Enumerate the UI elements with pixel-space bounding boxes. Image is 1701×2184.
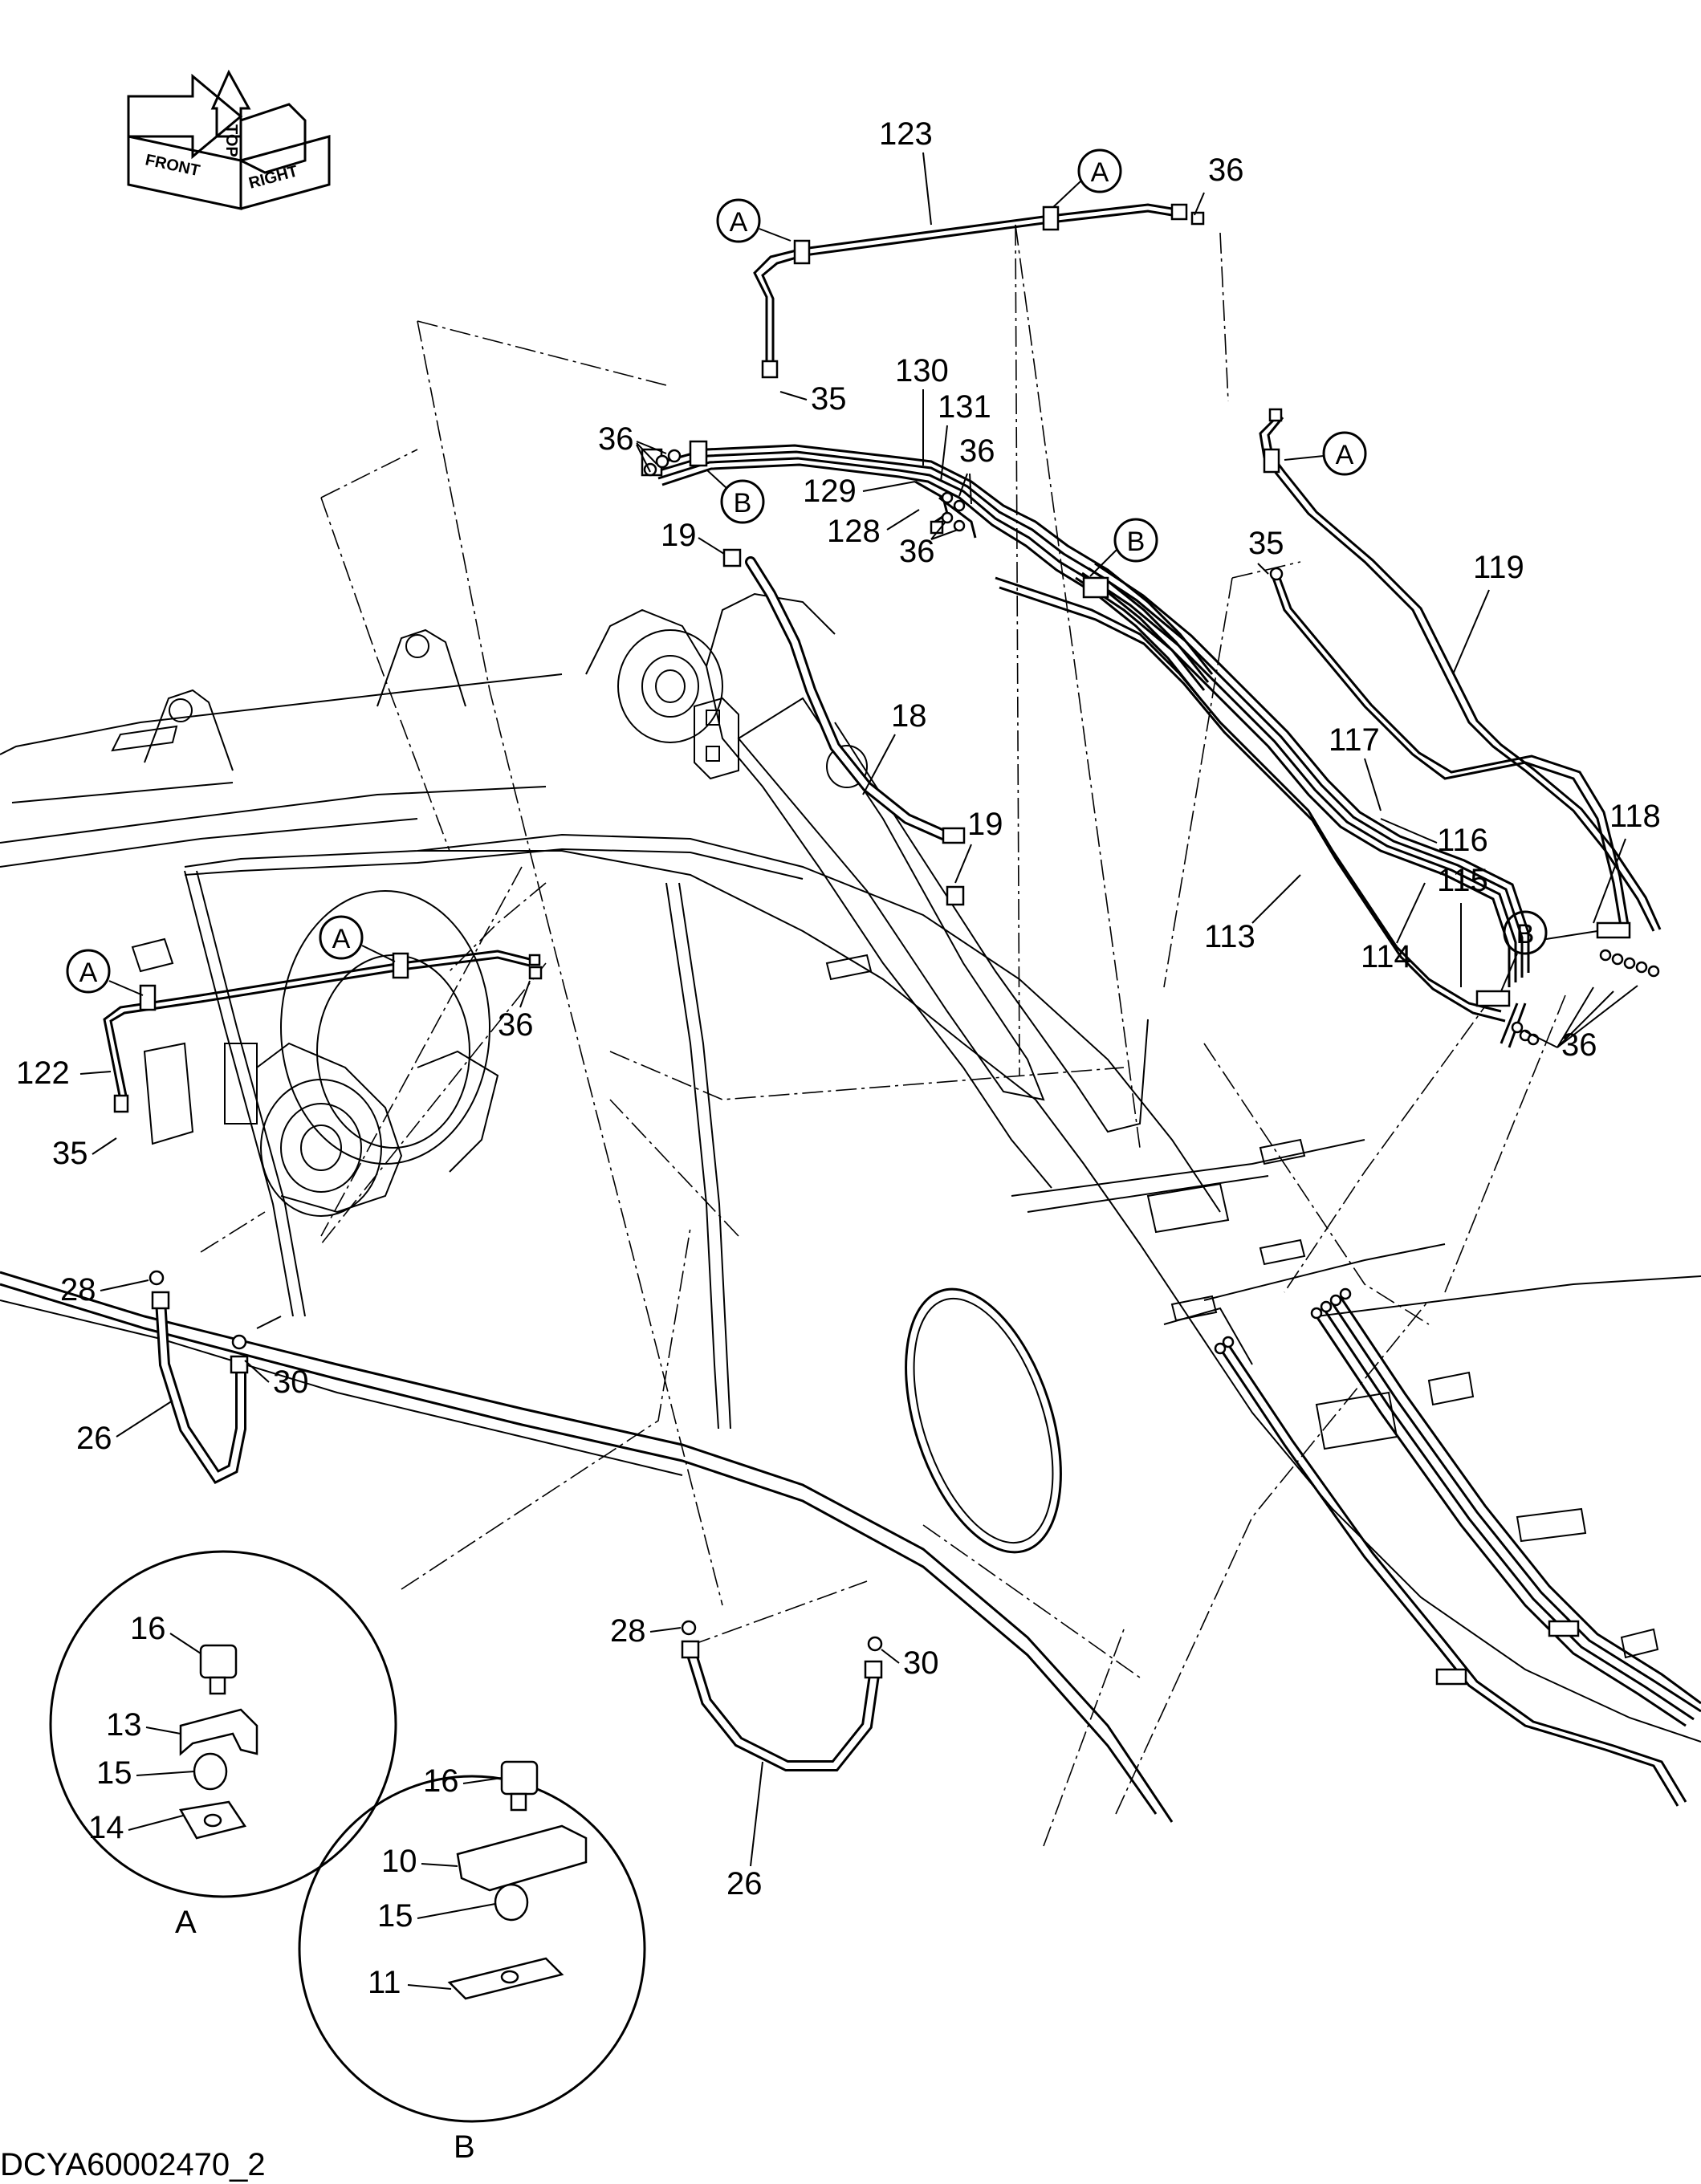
svg-text:B: B bbox=[1127, 527, 1146, 557]
callout-26: 26 bbox=[76, 1421, 112, 1456]
boom-structure bbox=[0, 592, 1701, 1823]
callout-15: 15 bbox=[96, 1755, 132, 1791]
clamp-ref-a: A bbox=[1284, 431, 1367, 476]
reference-lines bbox=[200, 224, 1566, 1847]
callout-30: 30 bbox=[903, 1645, 939, 1681]
svg-text:A: A bbox=[332, 924, 351, 954]
callout-28: 28 bbox=[610, 1613, 646, 1649]
callout-36: 36 bbox=[598, 421, 634, 457]
callout-35: 35 bbox=[811, 381, 847, 417]
spacer-15-b bbox=[494, 1883, 529, 1922]
bolt-16-b bbox=[500, 1760, 539, 1796]
pipe-123 bbox=[753, 203, 1205, 379]
callout-18: 18 bbox=[891, 698, 927, 734]
callout-35: 35 bbox=[52, 1136, 88, 1171]
callout-13: 13 bbox=[106, 1707, 142, 1743]
clamp-ref-a: A bbox=[319, 915, 396, 962]
callout-16: 16 bbox=[130, 1611, 166, 1646]
clamp-ref-b: B bbox=[1500, 910, 1598, 992]
callout-115: 115 bbox=[1437, 863, 1488, 898]
callout-19: 19 bbox=[661, 518, 697, 553]
hose-26-left bbox=[149, 1270, 249, 1485]
top-label: TOP bbox=[222, 124, 240, 157]
inset-b-caption: B bbox=[454, 2129, 475, 2165]
clamp-ref-a: A bbox=[1052, 148, 1122, 208]
callout-16: 16 bbox=[423, 1763, 459, 1799]
callout-114: 114 bbox=[1361, 939, 1412, 974]
callout-128: 128 bbox=[827, 514, 881, 549]
pipe-122 bbox=[103, 950, 543, 1113]
callout-36: 36 bbox=[1208, 153, 1244, 188]
hose-26-bottom bbox=[681, 1620, 883, 1771]
callout-119: 119 bbox=[1473, 550, 1524, 585]
callout-36: 36 bbox=[498, 1007, 534, 1043]
callout-14: 14 bbox=[88, 1810, 124, 1845]
pipe-bundle-113-118 bbox=[995, 562, 1660, 1048]
callout-10: 10 bbox=[381, 1844, 417, 1879]
callout-28: 28 bbox=[60, 1272, 96, 1308]
callout-15: 15 bbox=[377, 1898, 413, 1934]
detail-inset-a bbox=[49, 1550, 397, 1898]
svg-text:A: A bbox=[1091, 157, 1109, 188]
callout-19: 19 bbox=[967, 807, 1003, 842]
bolt-16-a bbox=[199, 1644, 238, 1679]
svg-text:A: A bbox=[1336, 440, 1354, 470]
callout-26: 26 bbox=[726, 1866, 763, 1901]
callout-118: 118 bbox=[1609, 799, 1661, 834]
callout-30: 30 bbox=[273, 1364, 309, 1400]
clamp-ref-b: B bbox=[706, 469, 765, 524]
detail-inset-b bbox=[298, 1760, 646, 2123]
pipe-group-128-131 bbox=[641, 440, 1214, 699]
direction-indicator: FRONT TOP RIGHT bbox=[127, 69, 331, 210]
callouts: 123 36 35 130 131 36 36 129 128 36 19 18… bbox=[0, 116, 1661, 2182]
callout-36: 36 bbox=[1561, 1027, 1597, 1063]
callout-11: 11 bbox=[368, 1965, 401, 2000]
callout-36: 36 bbox=[899, 534, 935, 569]
svg-text:B: B bbox=[1516, 919, 1535, 950]
inset-a-caption: A bbox=[175, 1905, 197, 1940]
clamp-ref-b: B bbox=[1089, 518, 1158, 577]
clamp-ref-a: A bbox=[66, 949, 144, 996]
callout-122: 122 bbox=[16, 1055, 70, 1091]
svg-text:A: A bbox=[79, 958, 98, 988]
callout-116: 116 bbox=[1437, 823, 1488, 858]
clamp-ref-a: A bbox=[716, 198, 791, 243]
callout-35: 35 bbox=[1248, 526, 1284, 561]
callout-113: 113 bbox=[1204, 919, 1255, 954]
spacer-15-a bbox=[193, 1752, 228, 1791]
pipe-bundle-lower bbox=[1214, 1287, 1701, 1807]
clamp-markers: A A A A A B B bbox=[66, 148, 1598, 996]
callout-131: 131 bbox=[938, 389, 991, 425]
clamp-10 bbox=[456, 1824, 588, 1892]
hose-18 bbox=[722, 548, 966, 906]
callout-129: 129 bbox=[803, 474, 857, 509]
callout-123: 123 bbox=[879, 116, 933, 152]
callout-36: 36 bbox=[959, 433, 995, 469]
callout-130: 130 bbox=[895, 353, 949, 388]
drawing-code: DCYA60002470_2 bbox=[0, 2147, 266, 2182]
clamp-13 bbox=[179, 1708, 258, 1756]
svg-text:A: A bbox=[730, 207, 748, 238]
callout-117: 117 bbox=[1329, 722, 1380, 758]
svg-text:B: B bbox=[734, 488, 752, 519]
